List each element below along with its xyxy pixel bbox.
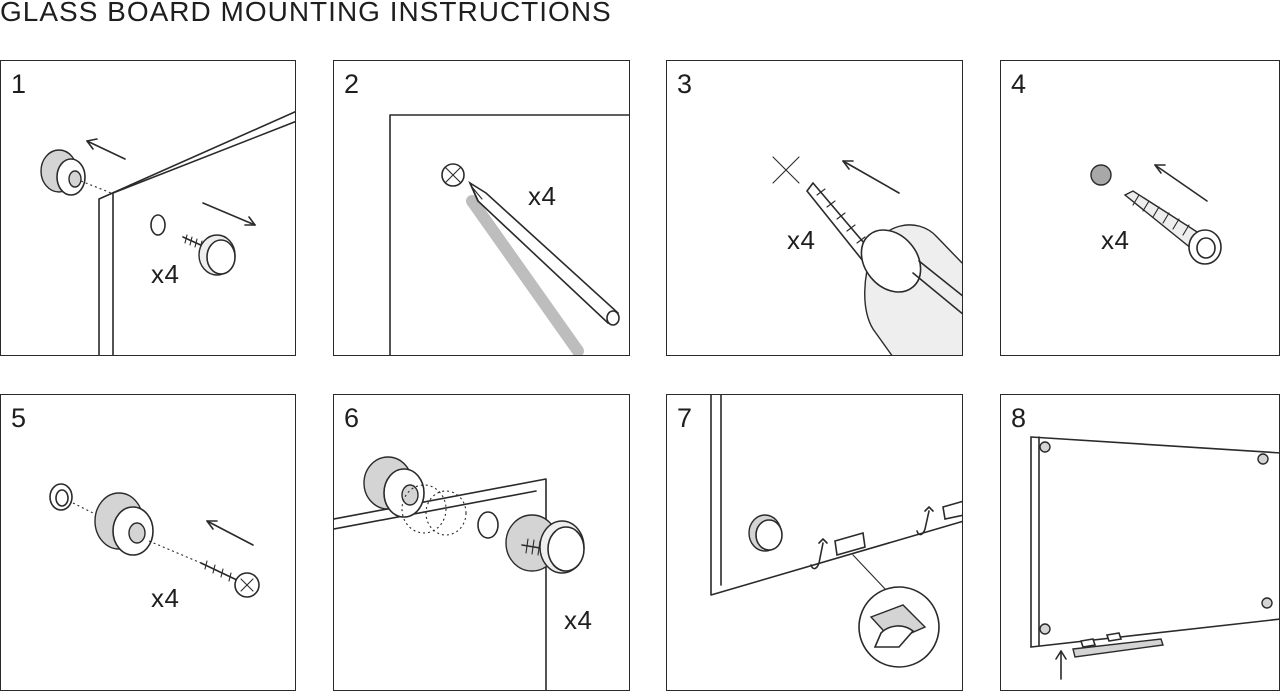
step-3-panel: 3 x4 xyxy=(666,60,963,356)
step-7-panel: 7 xyxy=(666,394,963,691)
quantity-label: x4 xyxy=(528,181,557,211)
quantity-label: x4 xyxy=(564,605,593,635)
tray-adhesive-icon xyxy=(710,395,962,668)
quantity-label: x4 xyxy=(787,225,816,255)
page-title: GLASS BOARD MOUNTING INSTRUCTIONS xyxy=(0,0,612,27)
finished-board-icon xyxy=(1030,436,1279,680)
attach-glass-cap-icon xyxy=(334,456,585,690)
step-1-panel: 1 x4 xyxy=(0,60,296,356)
disassemble-standoff-icon xyxy=(40,111,295,355)
step-number: 6 xyxy=(344,403,360,433)
step-number: 8 xyxy=(1011,403,1027,433)
drill-hole-icon xyxy=(772,156,962,355)
mark-wall-pencil-icon xyxy=(389,114,629,355)
step-number: 1 xyxy=(11,69,27,99)
step-5-panel: 5 x4 xyxy=(0,394,296,691)
quantity-label: x4 xyxy=(1101,225,1130,255)
step-4-panel: 4 x4 xyxy=(1000,60,1280,356)
screw-base-to-wall-icon xyxy=(49,483,260,598)
step-number: 4 xyxy=(1011,69,1027,99)
step-2-panel: 2 x4 xyxy=(333,60,630,356)
step-8-panel: 8 xyxy=(1000,394,1280,691)
insert-anchor-icon xyxy=(1090,164,1222,265)
quantity-label: x4 xyxy=(151,583,180,613)
step-number: 7 xyxy=(677,403,693,433)
step-number: 5 xyxy=(11,403,27,433)
step-number: 2 xyxy=(344,69,360,99)
step-number: 3 xyxy=(677,69,693,99)
step-6-panel: 6 x4 xyxy=(333,394,630,691)
quantity-label: x4 xyxy=(151,259,180,289)
